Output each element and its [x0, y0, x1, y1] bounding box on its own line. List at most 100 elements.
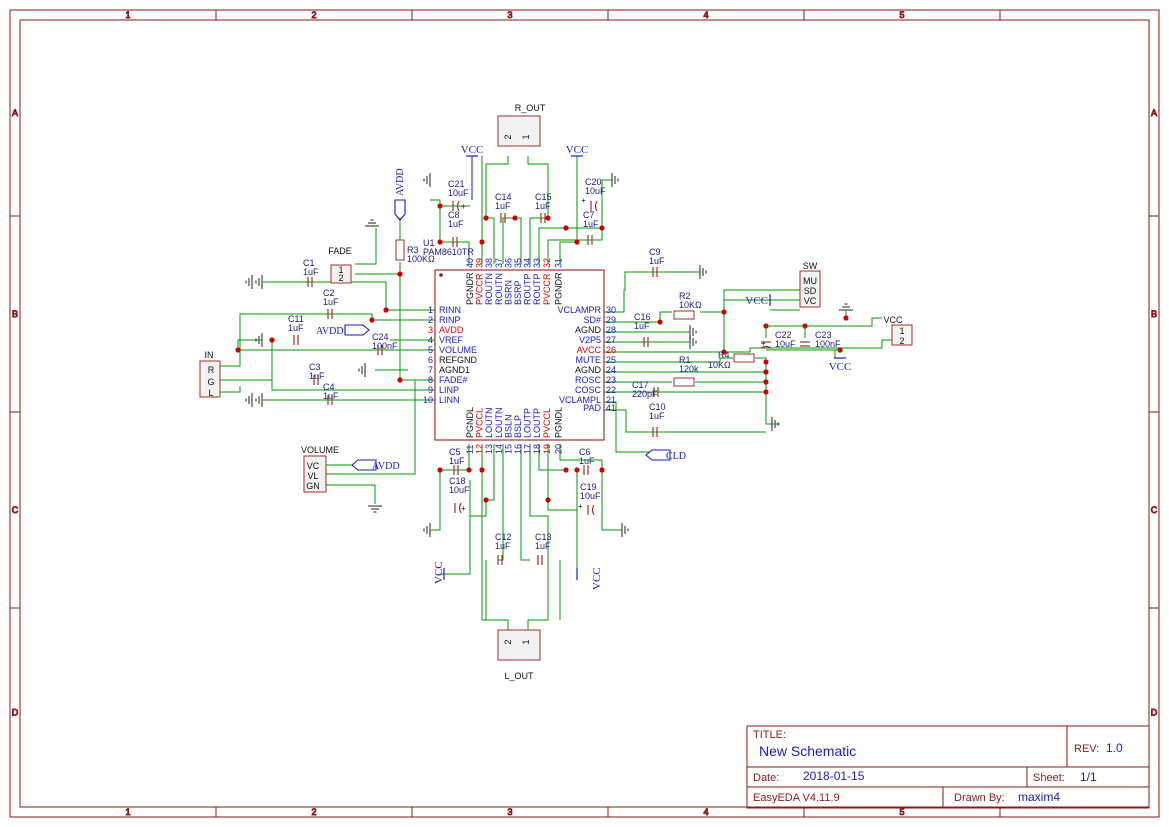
ground-icon	[771, 417, 779, 431]
ground-icon	[699, 265, 707, 279]
capacitor-value: 1uF	[448, 219, 464, 229]
ground-icon	[611, 173, 619, 187]
pin-name: PVCCR	[475, 273, 485, 305]
sheet-value: 1/1	[1080, 770, 1097, 784]
pin-number: 3	[428, 325, 433, 335]
capacitor-symbol	[453, 465, 459, 475]
wire	[498, 444, 504, 561]
capacitor-value: 1uF	[579, 456, 595, 466]
junction-dot	[397, 377, 403, 383]
title-block: TITLE: New Schematic REV: 1.0 Date: 2018…	[746, 725, 1150, 809]
wire	[604, 357, 733, 363]
pin-number: 11	[465, 445, 475, 454]
wire	[604, 401, 650, 453]
pin-number: 5	[428, 345, 433, 355]
junction-dot	[721, 309, 727, 315]
pin-name: AVCC	[577, 345, 602, 355]
pin-number: 17	[523, 444, 533, 454]
junction-dot	[235, 347, 241, 353]
junction-dot	[483, 497, 489, 503]
junction-dot	[483, 215, 489, 221]
pin-name: PGNDL	[553, 407, 563, 438]
pin-number: 28	[606, 325, 616, 335]
pin-name: BSLP	[513, 415, 523, 438]
capacitor-value: 10uF	[580, 491, 601, 501]
pin-number: 1	[428, 305, 433, 315]
pin-name: LOUTP	[532, 408, 542, 438]
pin-number: 30	[606, 305, 616, 315]
rev-label: REV:	[1074, 743, 1099, 755]
capacitor-symbol	[587, 235, 593, 245]
pin-name: ROUTN	[494, 273, 504, 305]
pin-number: 35	[513, 258, 523, 268]
pin-name: VREF	[439, 335, 464, 345]
avdd-label: AVDD	[372, 461, 400, 472]
frame-column-label: 5	[899, 807, 904, 817]
rev-value: 1.0	[1106, 741, 1123, 755]
polarity-plus: +	[578, 502, 583, 511]
junction-dot	[563, 467, 569, 473]
capacitor-symbol	[327, 309, 333, 319]
wire	[723, 299, 800, 352]
capacitor-value: 220pF	[632, 389, 658, 399]
vcc-label: VCC	[461, 144, 484, 156]
pin-number: 8	[428, 375, 433, 385]
pin-name: PGNDR	[553, 272, 563, 305]
capacitor-ref: C24	[372, 332, 389, 342]
pin-name: VCLAMPL	[559, 395, 601, 405]
resistor-ref: R2	[679, 291, 691, 301]
junction-dot	[397, 271, 403, 277]
wire	[547, 179, 612, 264]
pin-number: 40	[465, 258, 475, 268]
ground-icon	[358, 363, 366, 377]
connector-pin: SD	[804, 286, 817, 296]
pin-name: LINP	[439, 385, 459, 395]
wire	[262, 281, 435, 311]
pin-name: SD#	[583, 315, 601, 325]
junction-dot	[599, 225, 605, 231]
connector-pin: VL	[307, 471, 318, 481]
pin-name: BSLN	[503, 414, 513, 438]
capacitor-ref: C13	[535, 532, 552, 542]
capacitor-ref: C17	[632, 380, 649, 390]
pin-name: BSRP	[513, 280, 523, 305]
capacitor-ref: C9	[649, 247, 661, 257]
pin-name: ROUTP	[523, 274, 533, 306]
wire	[538, 227, 566, 264]
wire	[766, 317, 882, 327]
junction-dot	[763, 379, 769, 385]
capacitor-value: 1uF	[303, 267, 319, 277]
pin-number: 14	[494, 444, 504, 454]
pin-name: PVCCL	[542, 408, 552, 438]
capacitor-symbol	[497, 555, 503, 565]
vcc-label: VCC	[566, 144, 589, 156]
capacitor-symbol	[313, 375, 319, 385]
pin-number: 18	[532, 444, 542, 454]
pin-number: 23	[606, 375, 616, 385]
wire	[440, 480, 471, 575]
pin-name: VOLUME	[439, 345, 477, 355]
frame-row-label: B	[1151, 309, 1157, 319]
capacitor-symbol	[590, 200, 598, 212]
capacitor-symbol	[760, 341, 772, 349]
pin-name: PGNDL	[465, 407, 475, 438]
junction-dot	[383, 307, 389, 313]
capacitor-symbol	[500, 213, 506, 223]
drawn-by-value: maxim4	[1018, 790, 1060, 804]
frame-row-label: B	[12, 309, 18, 319]
junction-dot	[574, 239, 580, 245]
connector-pin: L	[208, 388, 213, 398]
frame-column-label: 4	[703, 10, 708, 20]
pin-name: ROSC	[575, 375, 602, 385]
wire	[355, 228, 377, 265]
pin-number: 9	[428, 385, 433, 395]
capacitor-symbol	[800, 341, 810, 347]
capacitor-ref: C16	[634, 312, 651, 322]
polarity-plus: +	[581, 196, 586, 205]
connector-volume	[303, 455, 327, 493]
connector-pin: R	[208, 365, 215, 375]
connector-pin: VC	[804, 296, 817, 306]
capacitor-value: 1uF	[634, 321, 650, 331]
pin-number: 15	[503, 444, 513, 454]
